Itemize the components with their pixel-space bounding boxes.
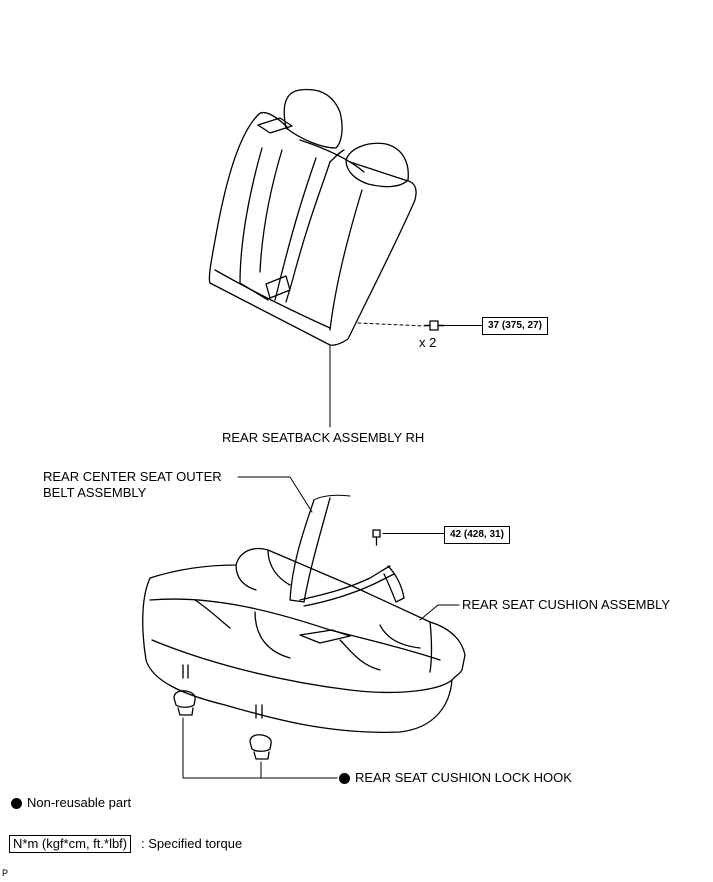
lock-hook-label: REAR SEAT CUSHION LOCK HOOK xyxy=(355,770,572,785)
belt-bolt-torque: 42 (428, 31) xyxy=(444,526,510,544)
non-reusable-marker-icon xyxy=(339,773,350,784)
footer-code: P xyxy=(2,868,9,878)
center-belt-label-line2: BELT ASSEMBLY xyxy=(43,485,147,500)
legend-torque-unit: N*m (kgf*cm, ft.*lbf) xyxy=(9,835,132,853)
rear-cushion-drawing xyxy=(142,476,466,733)
legend-non-reusable-text: Non-reusable part xyxy=(27,795,132,810)
bolt-quantity: x 2 xyxy=(419,335,437,350)
center-belt-label-line1: REAR CENTER SEAT OUTER xyxy=(43,469,222,484)
seatback-label: REAR SEATBACK ASSEMBLY RH xyxy=(222,430,425,445)
lock-hooks-drawing xyxy=(173,690,338,779)
legend-non-reusable-icon xyxy=(11,798,22,809)
legend-torque-desc: : Specified torque xyxy=(141,836,243,851)
cushion-label: REAR SEAT CUSHION ASSEMBLY xyxy=(462,597,671,612)
rear-seatback-drawing xyxy=(208,88,483,428)
seatback-bolt-torque: 37 (375, 27) xyxy=(482,317,548,335)
